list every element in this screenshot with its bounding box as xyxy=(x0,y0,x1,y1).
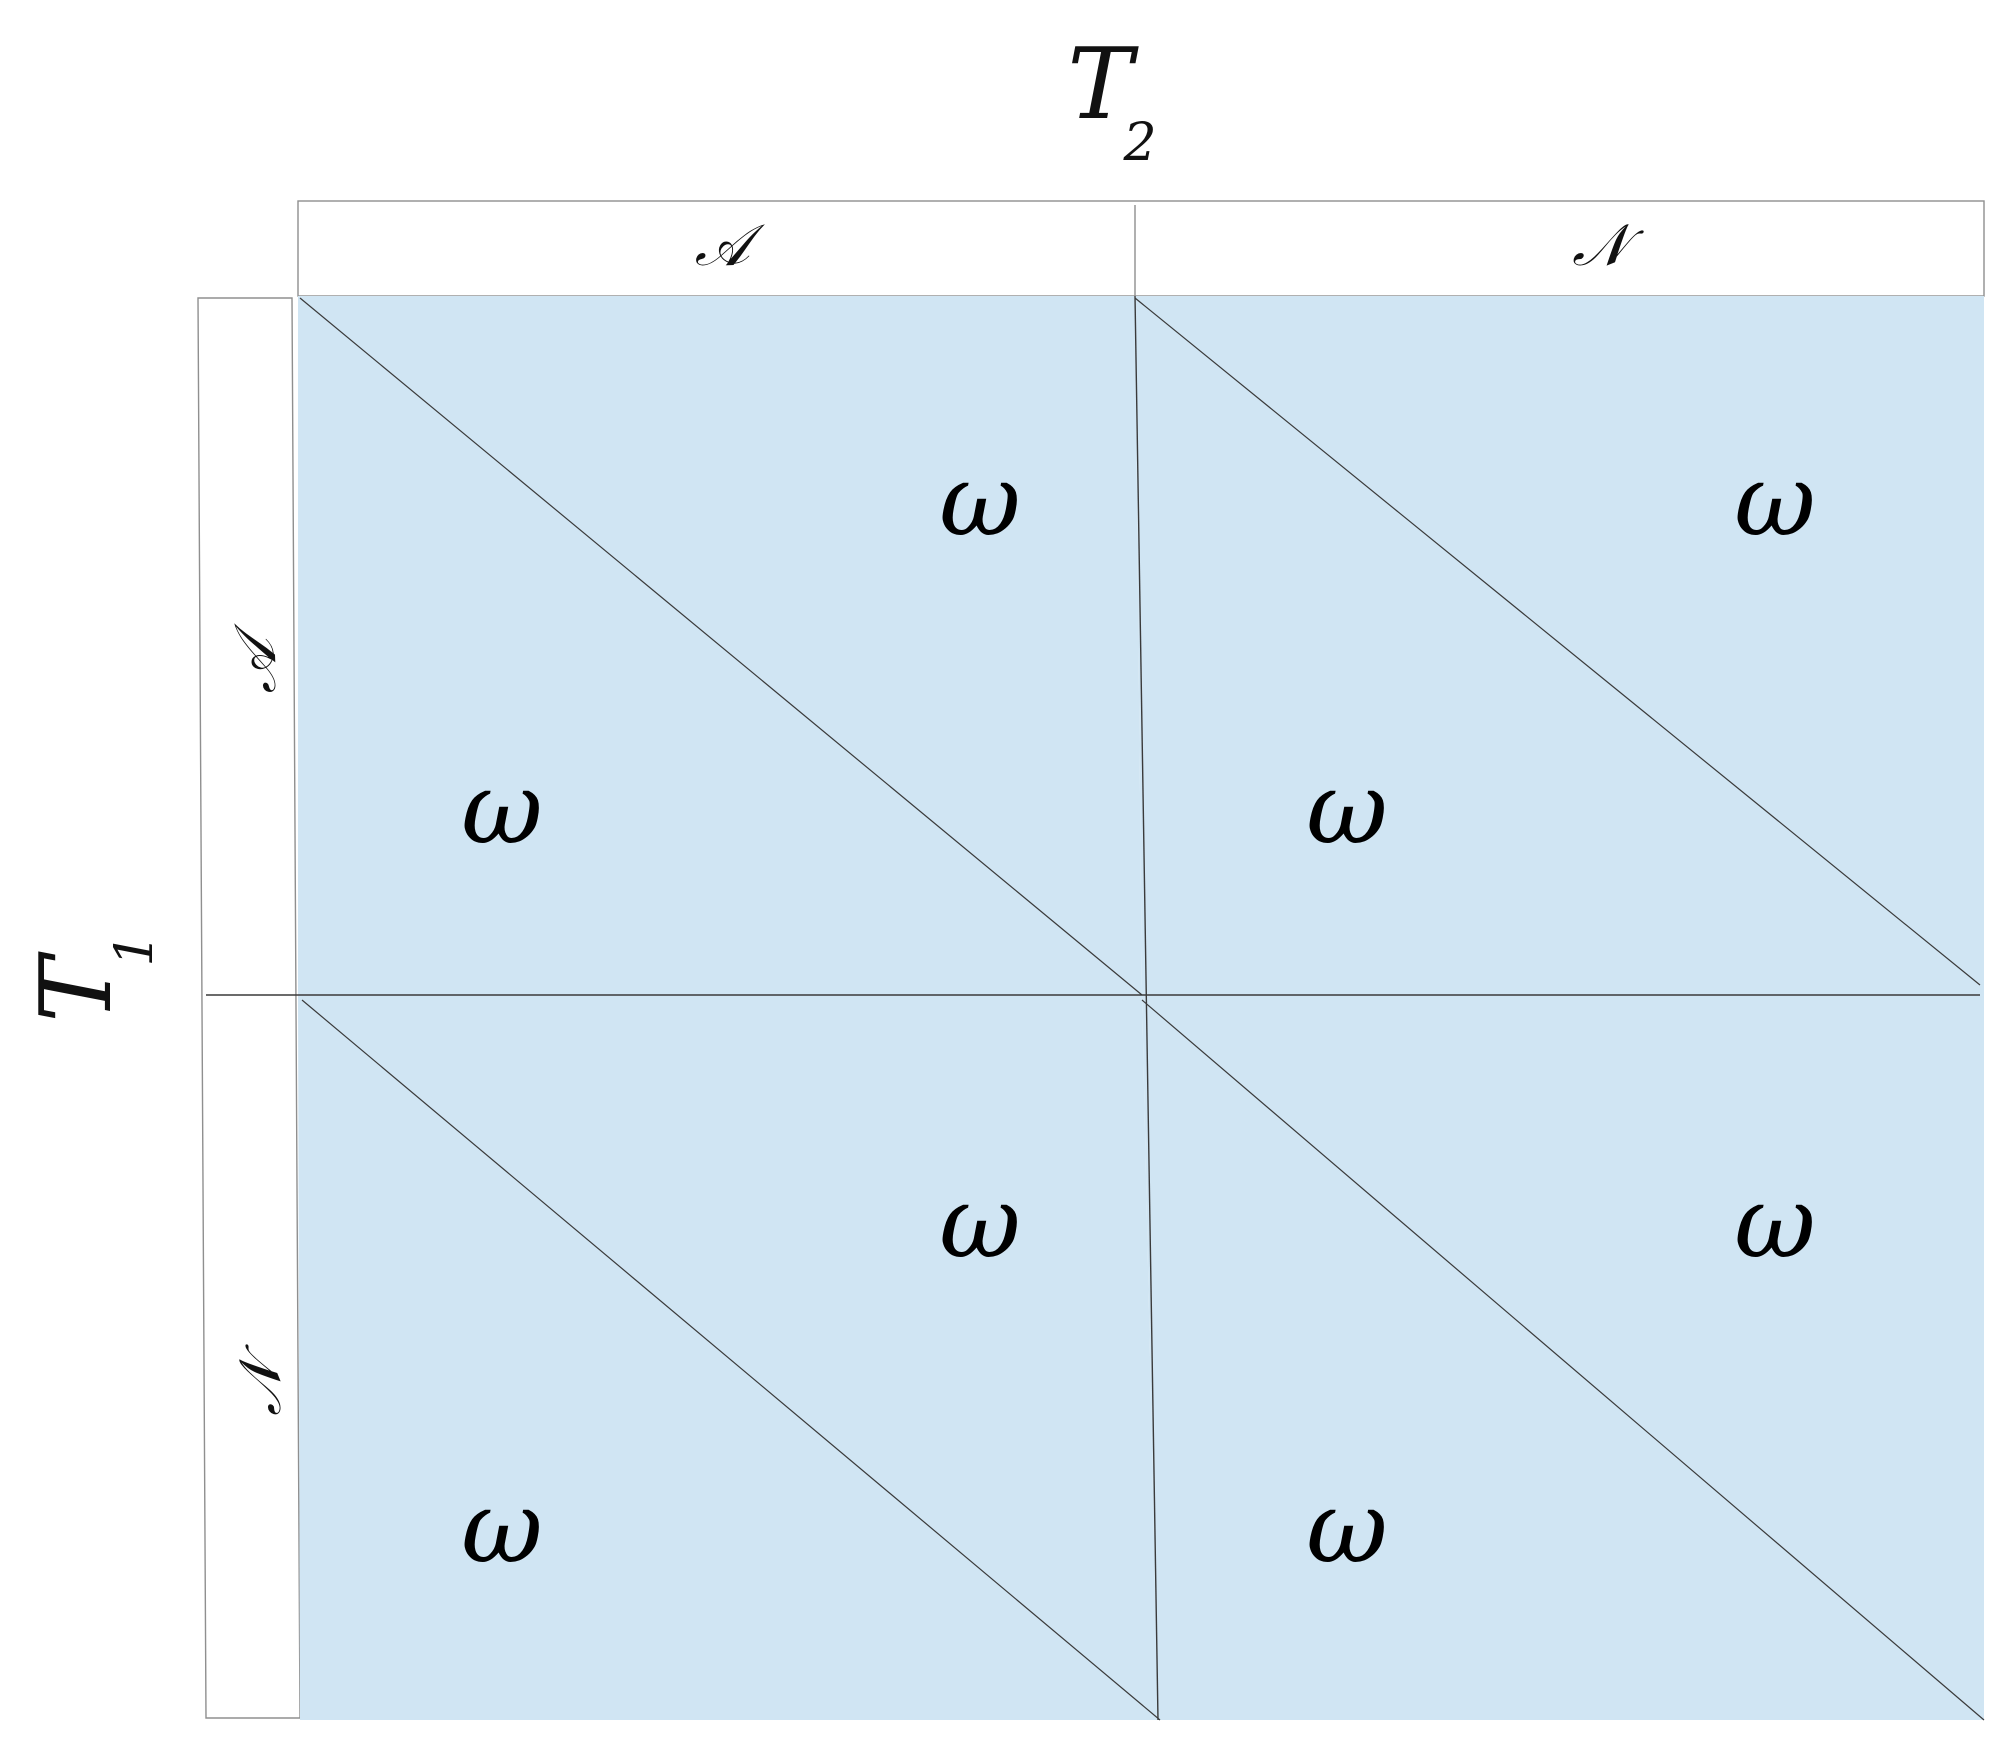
row-player-title: T 1 xyxy=(20,933,165,1022)
column-divider xyxy=(1134,295,1159,1721)
column-header: 𝒜 𝒩 xyxy=(297,200,1985,297)
row-player-name: T xyxy=(20,951,134,1023)
column-header-frame xyxy=(297,200,1985,297)
payoff-1-2-upper: ω xyxy=(1734,442,1816,559)
payoff-2-2-lower: ω xyxy=(1306,1469,1388,1586)
matrix-body xyxy=(206,295,1985,1721)
row-header-frame xyxy=(197,297,301,1719)
payoff-2-1-lower: ω xyxy=(461,1469,543,1586)
cell-diagonal-1-1 xyxy=(299,297,1143,996)
payoff-1-2-lower: ω xyxy=(1306,750,1388,867)
column-player-subscript: 2 xyxy=(1122,113,1156,173)
row-strategy-label-2: 𝒩 xyxy=(226,1344,294,1416)
cell-diagonal-1-2 xyxy=(1134,297,1981,986)
row-header: 𝒜 𝒩 xyxy=(197,297,301,1719)
cell-diagonal-2-2 xyxy=(1141,999,1985,1721)
payoff-2-2-upper: ω xyxy=(1734,1164,1816,1281)
row-strategy-label-1: 𝒜 xyxy=(221,622,289,693)
cell-background-2-2 xyxy=(1142,995,1984,1720)
row-player-subscript: 1 xyxy=(105,933,165,966)
cell-diagonal-2-1 xyxy=(301,999,1161,1721)
column-player-title: T 2 xyxy=(1067,28,1156,173)
payoff-1-1-upper: ω xyxy=(939,442,1021,559)
payoffs: ω ω ω ω ω ω ω ω xyxy=(461,442,1816,1586)
column-strategy-label-2: 𝒩 xyxy=(1572,211,1644,279)
payoff-1-1-lower: ω xyxy=(461,750,543,867)
column-strategy-label-1: 𝒜 xyxy=(695,211,766,279)
column-player-name: T xyxy=(1067,28,1139,142)
payoff-2-1-upper: ω xyxy=(939,1164,1021,1281)
